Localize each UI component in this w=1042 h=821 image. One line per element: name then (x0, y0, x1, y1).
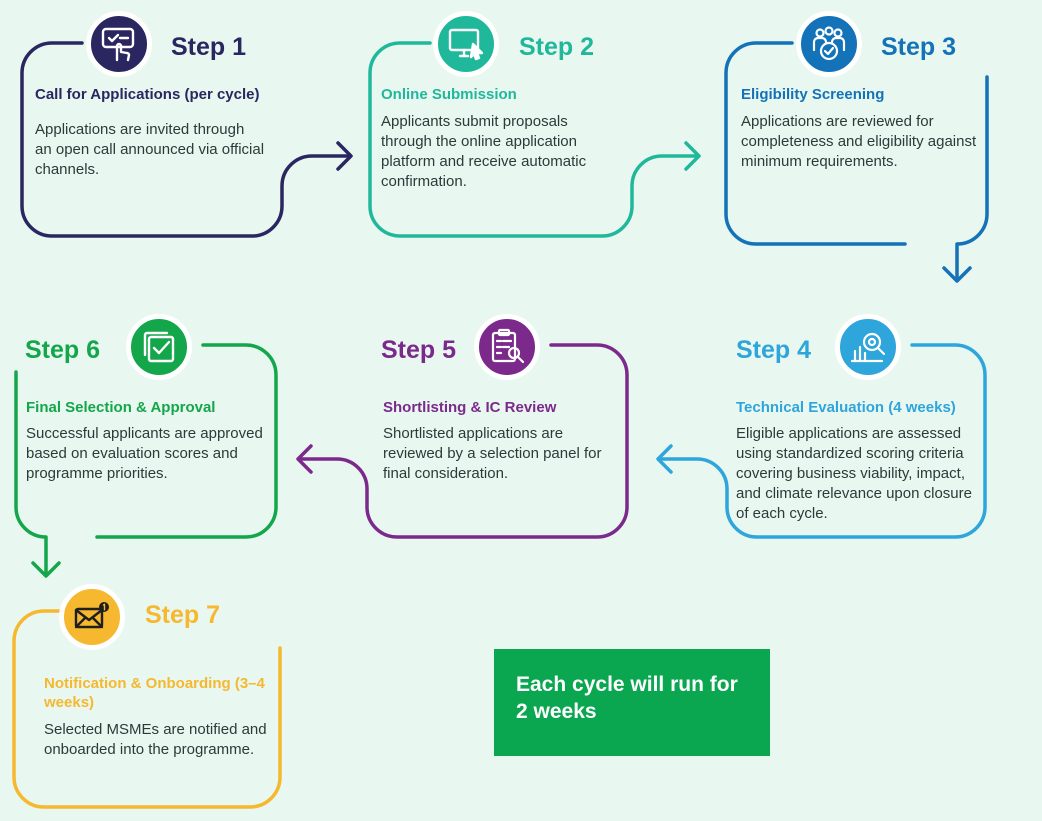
step-4-frame (657, 343, 987, 539)
step-7-description: Selected MSMEs are notified and onboarde… (44, 721, 267, 758)
step-5-label: Step 5 (381, 336, 457, 364)
step-1-label: Step 1 (171, 33, 247, 61)
step-1-frame (20, 41, 352, 238)
step-4-icon-badge (835, 314, 901, 380)
group-check-icon (812, 26, 846, 61)
step-6-connector (14, 370, 48, 577)
stacked-check-icon (143, 331, 175, 363)
step-5-frame (297, 343, 629, 539)
step-3-label: Step 3 (881, 33, 957, 61)
step-2-label: Step 2 (519, 33, 595, 61)
step-5-icon-badge (474, 314, 540, 380)
click-checklist-icon (101, 27, 135, 62)
step-3-arrowhead (942, 266, 972, 283)
clipboard-review-icon (491, 328, 525, 364)
step-6-description: Successful applicants are approved based… (26, 425, 263, 482)
step-1-description: Applications are invited through an open… (35, 121, 265, 178)
step-2-frame (368, 41, 700, 238)
step-5-arrowhead (296, 444, 313, 474)
step-4-title: Technical Evaluation (4 weeks) (736, 399, 956, 416)
step-5-title: Shortlisting & IC Review (383, 399, 557, 416)
step-3-title: Eligibility Screening (741, 86, 885, 103)
step-3-icon-badge (796, 11, 862, 77)
step-3-frame (724, 41, 907, 246)
step-6-label: Step 6 (25, 336, 101, 364)
step-7-label: Step 7 (145, 601, 221, 629)
computer-monitor-icon (448, 28, 484, 61)
chart-magnifier-icon (850, 332, 886, 363)
step-1-arrowhead (336, 141, 353, 171)
step-4-arrowhead (656, 444, 673, 474)
step-7-title: Notification & Onboarding (3–4 weeks) (44, 675, 265, 711)
step-3-description: Applications are reviewed for completene… (741, 113, 977, 170)
step-2-arrowhead (684, 141, 701, 171)
envelope-notification-icon (74, 602, 109, 629)
step-5-description: Shortlisted applications are reviewed by… (383, 425, 602, 482)
step-6-arrowhead (31, 561, 61, 578)
step-1-title: Call for Applications (per cycle) (35, 86, 260, 103)
step-1-icon-badge (86, 11, 152, 77)
step-6-title: Final Selection & Approval (26, 399, 216, 416)
step-2-icon-badge (433, 11, 499, 77)
step-3-connector (955, 75, 989, 282)
step-7-frame (12, 609, 282, 809)
step-2-description: Applicants submit proposals through the … (381, 113, 587, 190)
cycle-duration-note: Each cycle will run for 2 weeks (494, 649, 770, 756)
step-6-icon-badge (126, 314, 192, 380)
step-6-frame (95, 343, 278, 539)
step-2-title: Online Submission (381, 86, 517, 103)
step-4-label: Step 4 (736, 336, 812, 364)
step-7-icon-badge (59, 584, 125, 650)
step-4-description: Eligible applications are assessed using… (736, 425, 972, 522)
